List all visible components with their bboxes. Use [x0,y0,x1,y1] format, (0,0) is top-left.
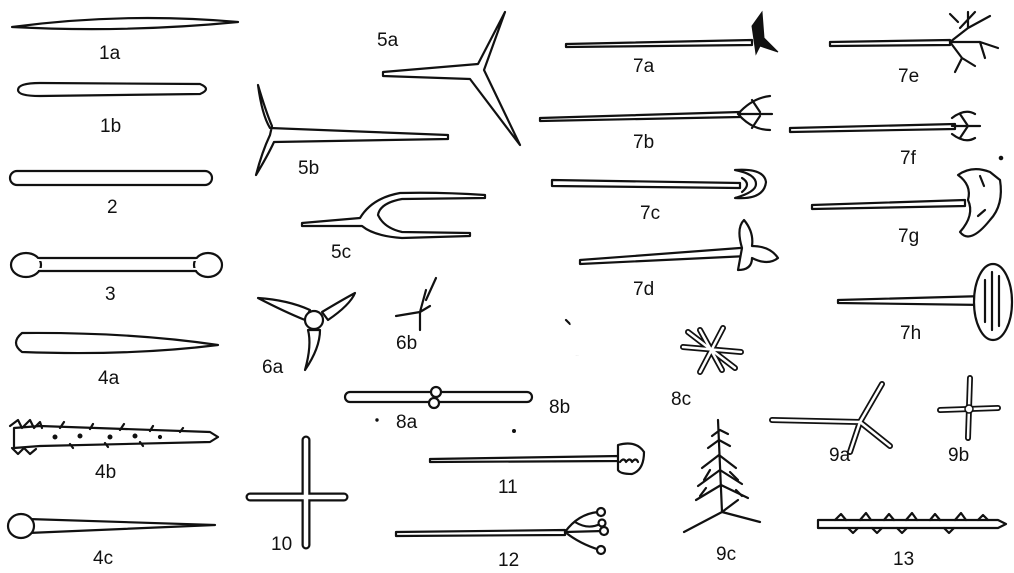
label-11: 11 [498,478,518,497]
label-7h: 7h [900,324,921,343]
spicule-7d [580,220,778,270]
speck-dot [999,156,1003,160]
label-1a: 1a [99,44,120,63]
spicule-12 [396,508,608,554]
label-9a: 9a [829,446,850,465]
label-6a: 6a [262,358,283,377]
label-5a: 5a [377,31,398,50]
label-7e: 7e [898,67,919,86]
spicule-4b [10,420,218,454]
label-8c: 8c [671,390,691,409]
spicule-7h [838,264,1012,340]
spicule-13 [818,513,1006,533]
label-1b: 1b [100,117,121,136]
spicule-9a [772,384,890,452]
spicule-1a [12,18,238,29]
spicule-11 [430,444,644,474]
label-9c: 9c [716,545,736,564]
spicule-7c [552,170,766,198]
label-4a: 4a [98,369,119,388]
spicule-7a [566,12,778,54]
spicule-8c [683,328,741,372]
spicule-2 [10,171,212,185]
label-9b: 9b [948,446,969,465]
label-12: 12 [498,551,519,570]
label-5c: 5c [331,243,351,262]
spicule-7b [540,96,772,130]
label-4c: 4c [93,549,113,568]
spicule-10 [250,440,344,545]
spicule-8a [345,387,532,408]
label-7c: 7c [640,204,660,223]
label-7a: 7a [633,57,654,76]
spicule-4a [16,333,218,353]
spicule-7e [830,12,998,72]
spicule-5c [302,193,485,238]
label-7g: 7g [898,227,919,246]
spicule-9c [684,420,760,532]
label-6b: 6b [396,334,417,353]
spicule-7f [790,112,980,141]
spicule-5a [383,12,520,145]
spicule-9b [940,378,998,438]
spicule-3 [11,253,222,277]
speck-dot [513,430,516,433]
label-3: 3 [105,285,116,304]
label-8a: 8a [396,413,417,432]
label-7f: 7f [900,149,916,168]
label-13: 13 [893,550,914,569]
label-7b: 7b [633,133,654,152]
spicule-5b [256,85,448,175]
spicule-4c [8,514,215,538]
label-2: 2 [107,198,118,217]
spicule-8b [530,320,612,390]
label-5b: 5b [298,159,319,178]
label-8b: 8b [549,398,570,417]
spicule-1b [18,83,206,96]
label-10: 10 [271,535,292,554]
spicule-6b [396,278,436,330]
speck-dot [376,419,378,421]
label-7d: 7d [633,280,654,299]
label-4b: 4b [95,463,116,482]
